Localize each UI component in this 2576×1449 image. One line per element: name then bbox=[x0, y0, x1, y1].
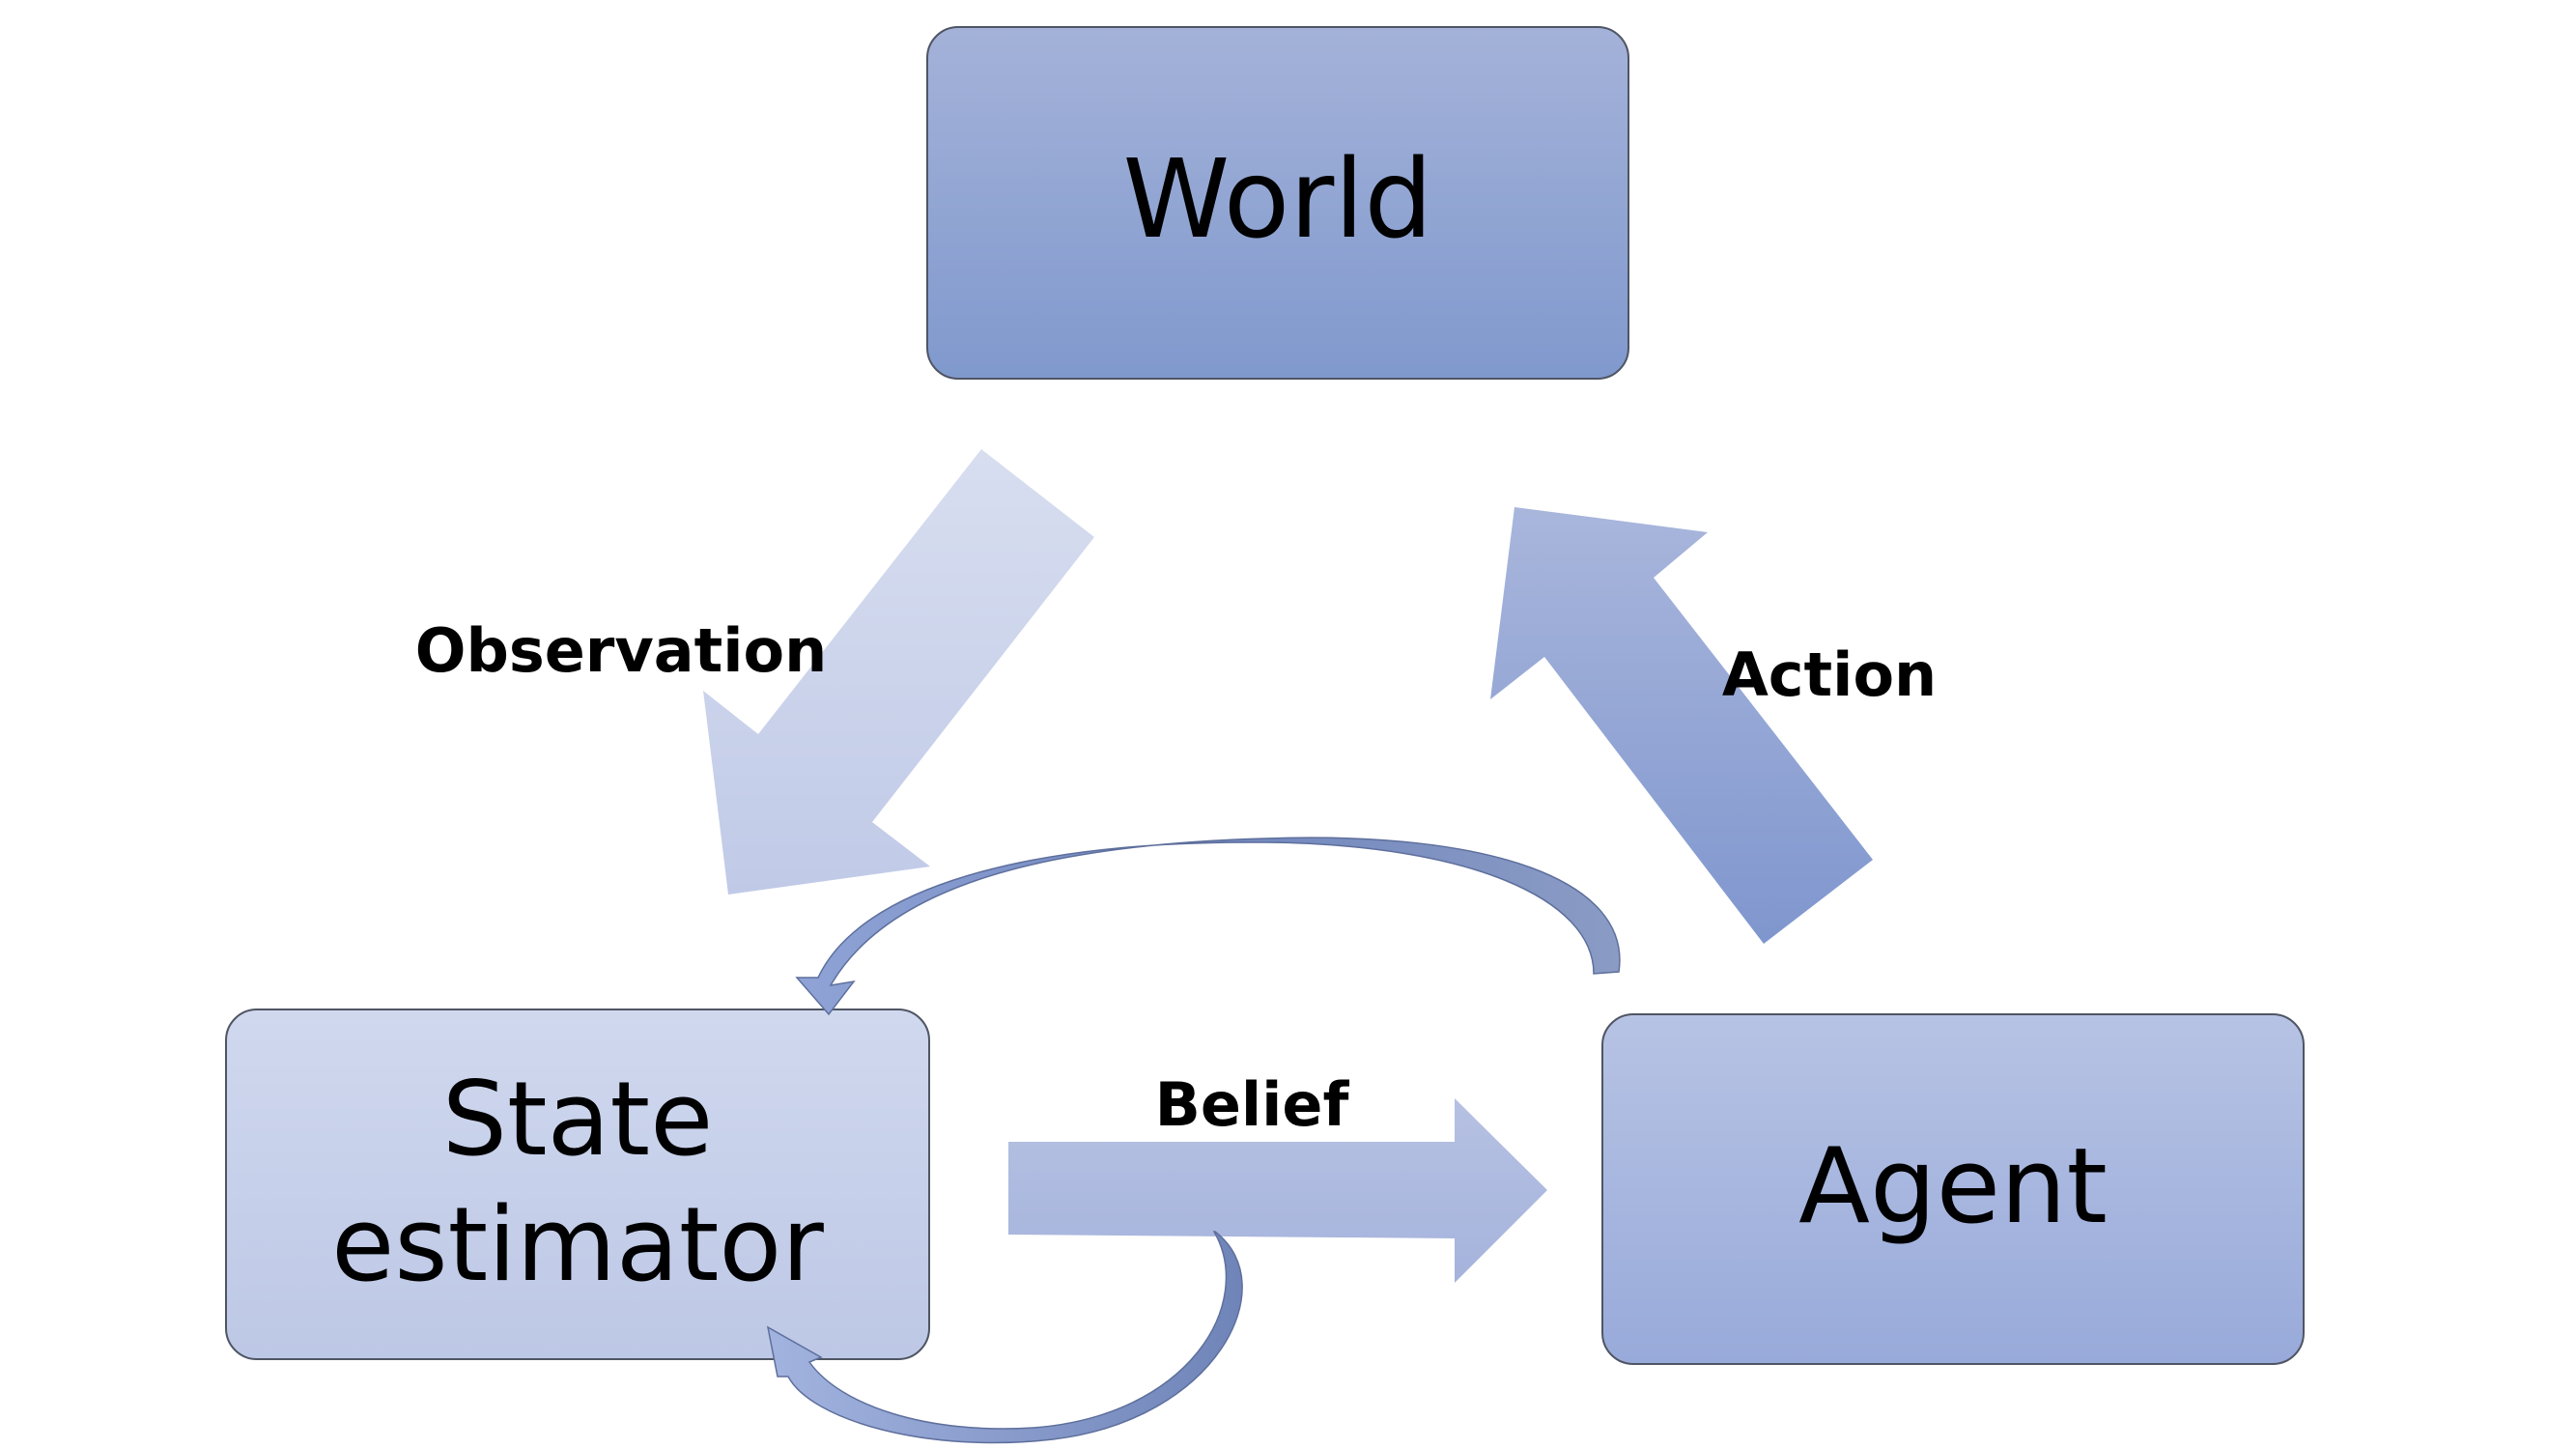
action-label: Action bbox=[1722, 639, 1937, 710]
belief-arrow bbox=[1008, 1098, 1547, 1283]
state-estimator-box bbox=[225, 1009, 930, 1360]
state-estimator-label-line1: State bbox=[442, 1060, 714, 1179]
state-estimator-label-line2: estimator bbox=[331, 1185, 824, 1304]
agent-label: Agent bbox=[1798, 1126, 2108, 1247]
world-node: World bbox=[926, 26, 1629, 380]
action-arrow bbox=[1490, 507, 1873, 944]
belief-label: Belief bbox=[1155, 1069, 1350, 1140]
curved-arrow-top bbox=[795, 837, 1621, 1016]
agent-node: Agent bbox=[1601, 1013, 2305, 1365]
observation-arrow bbox=[703, 449, 1094, 895]
world-box bbox=[926, 26, 1629, 380]
state-estimator-node: State estimator bbox=[225, 1009, 930, 1360]
curved-arrow-bottom bbox=[766, 1231, 1243, 1444]
observation-label: Observation bbox=[415, 615, 828, 686]
world-label: World bbox=[1123, 137, 1433, 263]
agent-box bbox=[1601, 1013, 2305, 1365]
